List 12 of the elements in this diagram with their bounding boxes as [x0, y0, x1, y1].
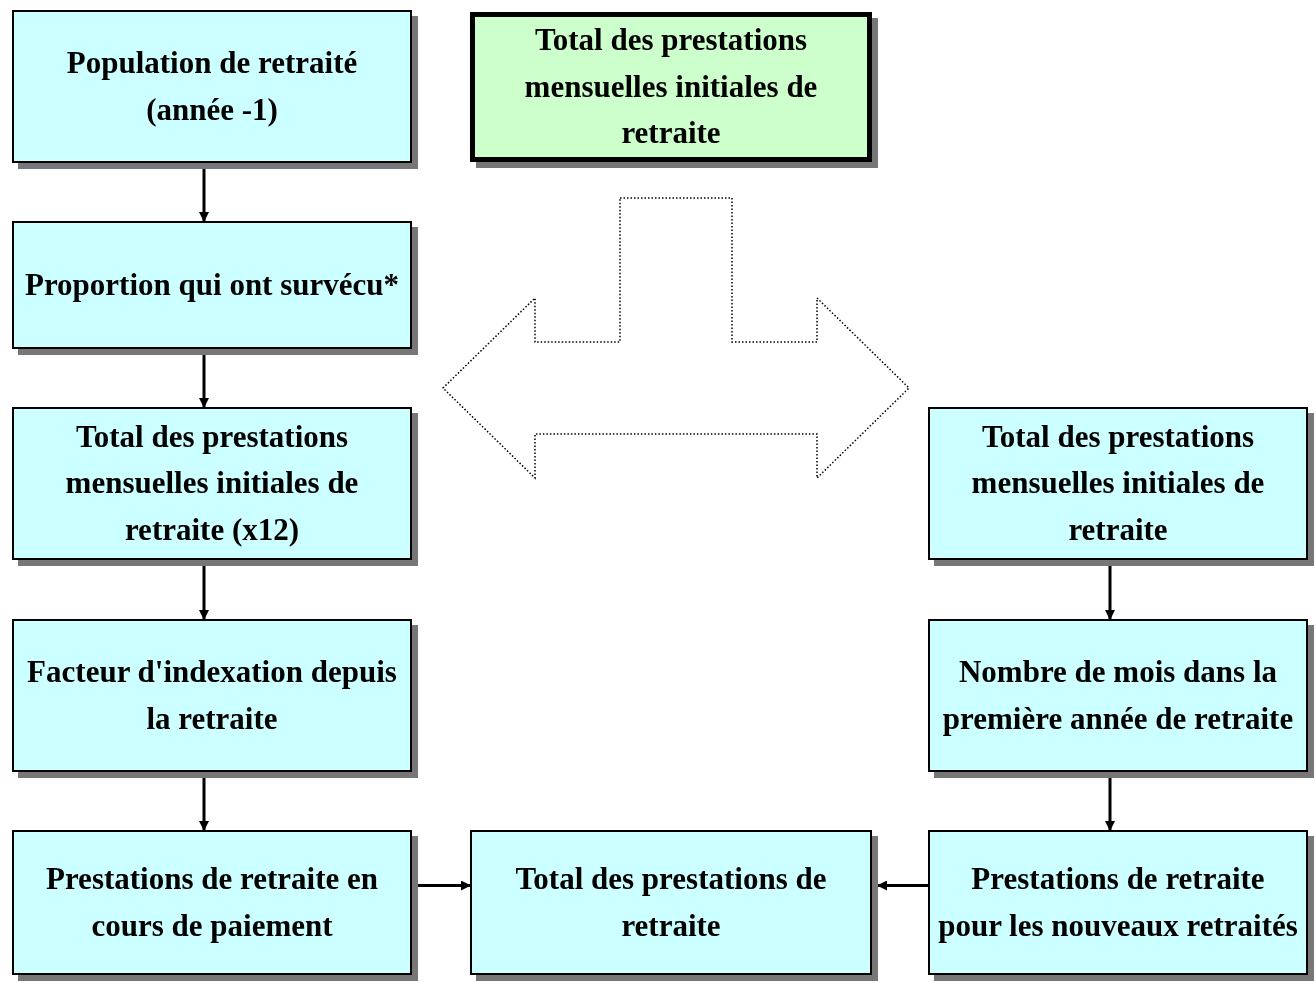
- box-text: Facteur d'indexation depuis la retraite: [26, 653, 398, 738]
- box-text: Prestations de retraite en cours de paiement: [45, 860, 379, 945]
- arrow: [418, 880, 471, 891]
- box-text: Total des prestations mensuelles initiales de retraite (x12): [64, 417, 360, 549]
- box-text: Total des prestations de retraite: [514, 860, 828, 945]
- box-text: Total des prestations mensuelles initiales de retraite: [970, 417, 1266, 549]
- box-text: Total des prestations mensuelles initiales de retraite: [523, 21, 819, 153]
- arrow: [877, 880, 928, 891]
- box-text: Prestations de retraite pour les nouveaux retraités: [938, 860, 1298, 945]
- box-text: Proportion qui ont survécu*: [24, 265, 399, 304]
- box-text: Population de retraité (année -1): [65, 44, 359, 129]
- box-text: Nombre de mois dans la première année de retraite: [941, 653, 1295, 738]
